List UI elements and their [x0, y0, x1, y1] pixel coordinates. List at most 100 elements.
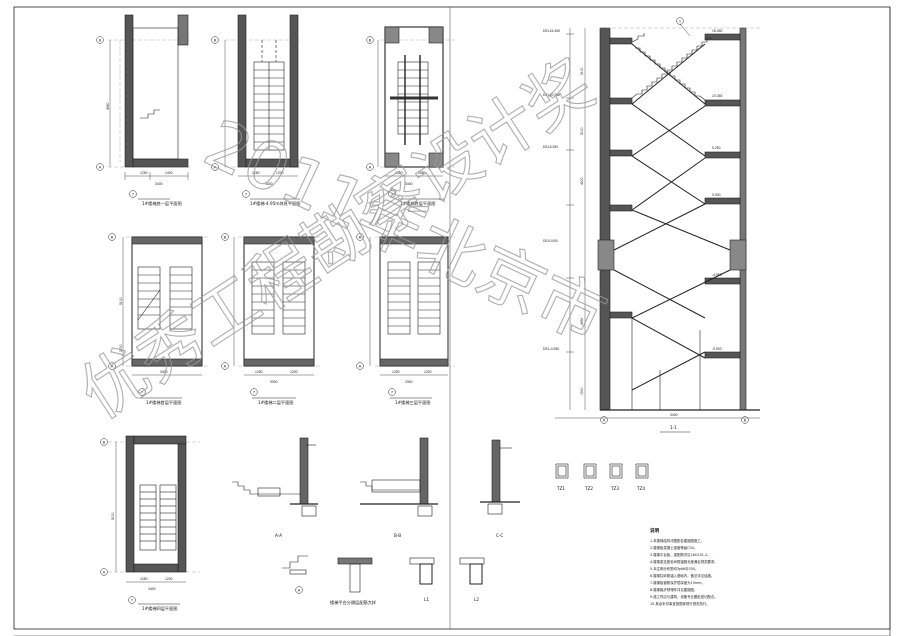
dim-label: 1200: [290, 370, 298, 374]
dim-label: 5100: [119, 297, 123, 305]
elevation-label: 0.000: [712, 193, 721, 197]
plan-ground-title: 1#楼梯底一层平面图: [142, 200, 182, 207]
section-cc-detail: [480, 439, 520, 515]
dim-label: 1250: [140, 171, 148, 175]
axis-a-label: A: [103, 570, 106, 575]
tz2-label: TZ2: [584, 486, 593, 491]
axis-b-label: B: [744, 418, 747, 423]
plan-third-floor: [356, 233, 455, 396]
dim-label: 3400: [265, 182, 273, 186]
dim-label: 3400: [405, 182, 413, 186]
axis-7-label: 7: [391, 192, 394, 197]
elevation-label: -9.900: [712, 347, 722, 351]
note-item: 1.本楼梯结构详图配合建施图施工。: [650, 538, 704, 543]
elevation-label: DEL15.450: [543, 29, 560, 33]
dim-label: 1350: [395, 171, 403, 175]
elevation-label: DEL-4.950: [543, 347, 559, 351]
axis-b-label: B: [224, 235, 227, 240]
elevation-label: 5.250: [712, 146, 721, 150]
tz1-label: TZ1: [556, 486, 565, 491]
beam-l2-title: L2: [474, 597, 479, 602]
dim-label: 1250: [255, 370, 263, 374]
plan-fourth-floor: [100, 435, 200, 604]
notes-block: 说明 1.本楼梯结构详图配合建施图施工。 2.楼梯板混凝土强度等级C30。 3.…: [650, 527, 718, 606]
section-1-1-title: 1-1: [670, 425, 677, 430]
elevation-label: 10.350: [712, 94, 722, 98]
plan-first-title: 1#楼梯首层平面图: [146, 399, 182, 406]
note-item: 6.楼梯柱纵筋锚入基础内，做法详见结施。: [650, 573, 714, 578]
section-aa-detail: [232, 437, 318, 517]
beam-l1-title: L1: [424, 597, 429, 602]
axis-a-label: A: [369, 165, 372, 170]
dim-label: 3400: [670, 413, 678, 417]
dim-label: 1200: [424, 370, 432, 374]
dim-label: 1250: [140, 577, 148, 581]
tz4-label: TZ4: [636, 486, 645, 491]
dim-label: 1400: [165, 171, 173, 175]
dim-label: 1200: [276, 171, 284, 175]
axis-a-label: A: [224, 364, 227, 369]
dim-label: 4950: [106, 102, 110, 110]
note-item: 5.未注明分布筋均为Φ6@250。: [650, 566, 698, 571]
note-item: 9.施工时应与建筑、设备专业图纸密切配合。: [650, 594, 718, 599]
axis-a-label: A: [99, 165, 102, 170]
plan-mezz-title: 1#楼梯-4.95m休息平面图: [250, 200, 300, 207]
stair-column-details: [555, 463, 649, 479]
plan-third-title: 1#楼梯三层平面图: [395, 399, 431, 406]
section-aa-title: A-A: [275, 533, 282, 538]
axis-b-label: B: [99, 38, 102, 43]
dim-label: 3400: [155, 182, 163, 186]
dim-label: 4950: [580, 317, 584, 325]
axis-7-label: 7: [391, 390, 394, 395]
axis-b-label: B: [111, 235, 114, 240]
dim-label: 3400: [160, 370, 168, 374]
elevation-label: DEL5.250: [543, 145, 558, 149]
axis-a-label: A: [603, 418, 606, 423]
axis-b-label: B: [369, 38, 372, 43]
plan-basement-title: 1#楼梯底层平面图: [400, 200, 436, 207]
note-item: 7.楼梯板钢筋保护层厚度为15mm。: [650, 580, 705, 585]
section-cc-title: C-C: [496, 533, 503, 538]
elevation-label: 15.450: [712, 29, 722, 33]
elevation-label: -4.950: [712, 273, 722, 277]
axis-7-label: 7: [131, 598, 134, 603]
tz3-label: TZ3: [610, 486, 619, 491]
axis-a-label: A: [111, 364, 114, 369]
dim-label: 4200: [580, 177, 584, 185]
note-item: 8.楼梯踏步预埋件详见建施图。: [650, 587, 697, 592]
section-bb-detail: [360, 437, 438, 517]
elevation-label: DEL10.350: [543, 93, 560, 97]
detail-marker-label: A: [298, 588, 301, 593]
note-item: 2.楼梯板混凝土强度等级C30。: [650, 545, 697, 550]
axis-a-label: A: [214, 165, 217, 170]
dim-label: 5100: [111, 512, 115, 520]
elevation-label: DEL0.000: [543, 239, 558, 243]
dim-label: 1250: [252, 171, 260, 175]
section-marker-label: 1: [679, 19, 682, 24]
plan-basement: [366, 26, 455, 198]
dim-label: 2550: [418, 171, 426, 175]
axis-7-label: 7: [141, 390, 144, 395]
plan-mezzanine: [211, 14, 300, 198]
plan-second-title: 1#楼梯二层平面图: [258, 399, 294, 406]
axis-b-label: B: [103, 440, 106, 445]
bottom-details: [282, 555, 485, 594]
plan-first-floor: [108, 233, 210, 396]
dim-label: 5100: [580, 67, 584, 75]
note-item: 3.楼梯平台板、梁配筋详见16G101-2。: [650, 552, 711, 557]
platform-detail-title: 楼梯平台分隔层配筋大样: [330, 599, 376, 606]
note-item: 4.楼梯梁支座处纵筋锚固长度满足规范要求。: [650, 559, 718, 564]
plan-ground: [96, 14, 190, 198]
note-item: 10.其余未尽事宜按国家现行规范执行。: [650, 601, 710, 606]
dim-label: 1500: [580, 387, 584, 395]
dim-label: 2700: [119, 344, 123, 352]
plan-fourth-title: 1#楼梯四层平面图: [142, 605, 178, 612]
axis-7-label: 7: [253, 390, 256, 395]
dim-label: 3300: [405, 380, 413, 384]
dim-label: 5100: [580, 127, 584, 135]
section-1-1: [555, 17, 760, 424]
axis-b-label: B: [214, 38, 217, 43]
notes-title: 说明: [650, 527, 660, 534]
axis-7-label: 7: [245, 192, 248, 197]
